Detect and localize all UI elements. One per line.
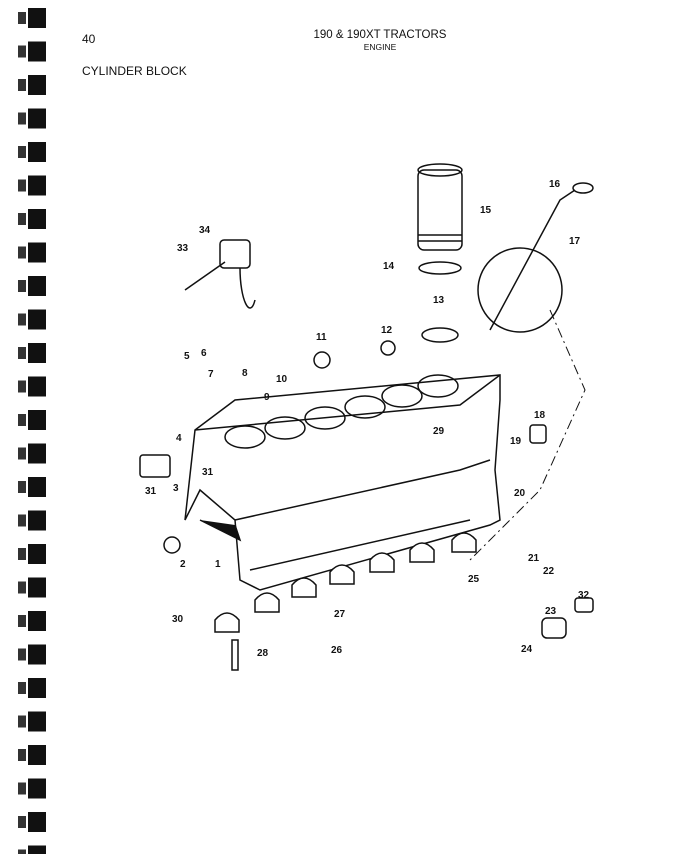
callout-number: 31 [202, 467, 214, 478]
binding-ring [28, 410, 46, 430]
cylinder-block [184, 374, 501, 591]
binding-ring [28, 577, 46, 598]
binding-ring [28, 510, 46, 531]
callout-number: 15 [480, 205, 492, 216]
binding-ring [28, 242, 46, 263]
callout-number: 17 [569, 236, 581, 247]
binding-ring [28, 812, 46, 832]
callout-number: 4 [176, 433, 182, 444]
callout-number: 31 [145, 486, 157, 497]
callout-number: 11 [316, 332, 327, 343]
callout-number: 16 [549, 179, 561, 190]
callout-number: 2 [180, 559, 186, 570]
callout-number: 25 [468, 574, 480, 585]
spiral-binding [18, 8, 46, 854]
callout-number: 34 [199, 225, 211, 236]
callout-number: 7 [208, 369, 214, 380]
callout-number: 30 [172, 614, 184, 625]
callout-number: 5 [184, 351, 190, 362]
binding-ring [28, 8, 46, 28]
callout-number: 18 [534, 410, 546, 421]
binding-ring [28, 678, 46, 698]
callout-number: 33 [177, 243, 189, 254]
callout-number: 6 [201, 348, 207, 359]
callout-number: 28 [257, 648, 269, 659]
dipstick [469, 182, 594, 561]
header-subtitle: ENGINE [363, 42, 397, 52]
callout-number: 19 [510, 436, 522, 447]
callout-number: 21 [528, 553, 540, 564]
callout-number: 8 [242, 368, 248, 379]
callout-number: 3 [173, 483, 179, 494]
binding-ring [28, 108, 46, 129]
section-title: CYLINDER BLOCK [82, 64, 187, 78]
binding-ring [28, 778, 46, 799]
block-heater [184, 239, 256, 309]
bearing-caps [214, 532, 477, 633]
binding-ring [28, 544, 46, 564]
callout-number: 29 [433, 426, 445, 437]
binding-ring [28, 443, 46, 464]
callout-number: 27 [334, 609, 346, 620]
callout-number: 1 [215, 559, 221, 570]
binding-ring [28, 644, 46, 665]
header-title: 190 & 190XT TRACTORS [313, 29, 447, 41]
binding-ring [28, 376, 46, 397]
binding-ring [28, 711, 46, 732]
callout-number: 20 [514, 488, 526, 499]
page-number: 40 [82, 32, 96, 46]
binding-ring [28, 477, 46, 497]
callout-number: 12 [381, 325, 393, 336]
binding-ring [28, 309, 46, 330]
binding-ring [28, 142, 46, 162]
callout-number: 10 [276, 374, 288, 385]
cylinder-liner [417, 163, 463, 343]
binding-ring [28, 41, 46, 62]
callout-number: 9 [264, 392, 270, 403]
callout-number: 13 [433, 295, 445, 306]
callout-number: 14 [383, 261, 395, 272]
callout-number: 26 [331, 645, 343, 656]
binding-ring [28, 845, 46, 854]
binding-ring [28, 343, 46, 363]
page-header: 190 & 190XT TRACTORS ENGINE [280, 29, 480, 53]
callout-number: 22 [543, 566, 555, 577]
binding-ring [28, 611, 46, 631]
binding-ring [28, 209, 46, 229]
callout-number: 32 [578, 590, 590, 601]
binding-ring [28, 276, 46, 296]
binding-ring [28, 745, 46, 765]
callout-number: 24 [521, 644, 533, 655]
callout-number: 23 [545, 606, 557, 617]
binding-ring [28, 175, 46, 196]
binding-ring [28, 75, 46, 95]
